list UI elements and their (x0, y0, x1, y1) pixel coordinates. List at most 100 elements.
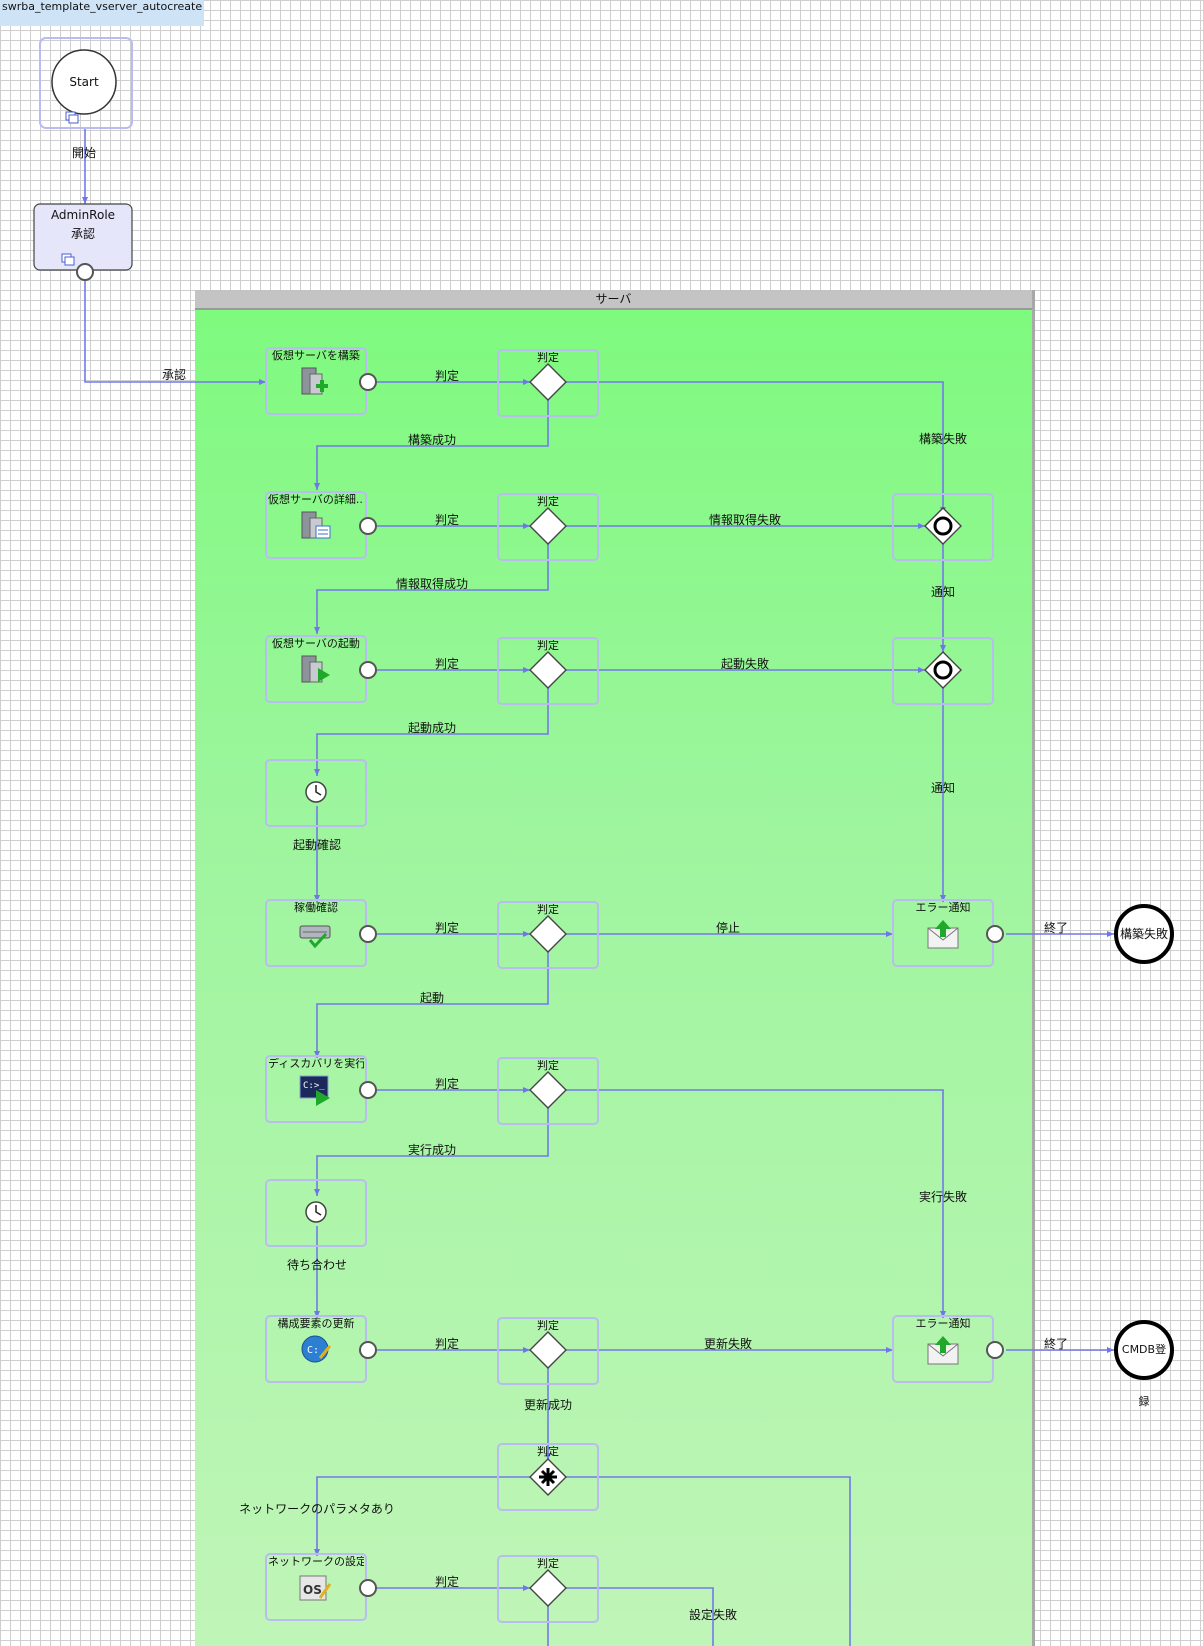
flow-exec-ng (566, 1089, 946, 1318)
edge-label-judge: 判定 (434, 369, 460, 383)
decision-box-5 (497, 1057, 599, 1125)
decision-box-1 (497, 349, 599, 417)
merge-circle-1 (933, 516, 953, 536)
edge-label-update-ng: 更新失敗 (703, 1337, 753, 1351)
timer-box-1 (265, 759, 367, 827)
edge-label-judge: 判定 (434, 1077, 460, 1091)
decision-box-4 (497, 901, 599, 969)
task-build[interactable]: 仮想サーバを構築 (272, 350, 360, 362)
decision-box-3 (497, 637, 599, 705)
mail-send-icon (927, 1336, 959, 1365)
task-notify-1[interactable]: エラー通知 (915, 902, 971, 914)
task-check[interactable]: 稼働確認 (294, 902, 338, 914)
edge-label-judge: 判定 (434, 921, 460, 935)
merge-circle-2 (933, 660, 953, 680)
edge-label-setting-ng: 設定失敗 (688, 1608, 738, 1622)
task-update[interactable]: 構成要素の更新 (277, 1318, 355, 1330)
edge-label-build-ng: 構築失敗 (918, 432, 968, 446)
decision-diamond-5 (529, 1071, 567, 1109)
swimlane-title: サーバ (195, 290, 1032, 310)
output-port (359, 1341, 377, 1359)
edge-label-exec-ok: 実行成功 (407, 1143, 457, 1157)
svg-text:C:>_: C:>_ (303, 1081, 325, 1091)
output-port (359, 1579, 377, 1597)
decision-label[interactable]: 判定 (537, 1320, 559, 1332)
output-port (359, 925, 377, 943)
edge-label-judge: 判定 (434, 513, 460, 527)
merge-box-2 (892, 637, 994, 705)
output-port (359, 661, 377, 679)
edge-label-exec-ng: 実行失敗 (918, 1190, 968, 1204)
page-title: swrba_template_vserver_autocreate (0, 0, 205, 26)
output-port (359, 373, 377, 391)
edge-label-net-param: ネットワークのパラメタあり (239, 1502, 395, 1516)
task-detail[interactable]: 仮想サーバの詳細... (268, 494, 364, 506)
decision-label[interactable]: 判定 (537, 352, 559, 364)
edge-label-build-ok: 構築成功 (407, 433, 457, 447)
task-notify-2[interactable]: エラー通知 (915, 1318, 971, 1330)
edge-label-update-ok: 更新成功 (523, 1398, 573, 1412)
timer-icon (305, 781, 327, 803)
start-event-box[interactable] (39, 37, 133, 129)
server-detail-icon (301, 511, 331, 539)
server-add-icon (301, 367, 328, 395)
decision-label[interactable]: 判定 (537, 1060, 559, 1072)
task-boot[interactable]: 仮想サーバの起動 (272, 638, 360, 650)
edge-label-boot-ok: 起動成功 (407, 721, 457, 735)
flow-boot (314, 952, 549, 1058)
decision-label[interactable]: 判定 (537, 496, 559, 508)
task-discovery[interactable]: ディスカバリを実行 (268, 1058, 364, 1070)
edge-label-start: 開始 (71, 146, 97, 160)
decision-label[interactable]: 判定 (537, 1558, 559, 1570)
flow-no-param (566, 1476, 851, 1646)
os-setting-icon: OS (299, 1575, 332, 1601)
output-port (359, 517, 377, 535)
decision-label[interactable]: 判定 (537, 904, 559, 916)
server-start-icon (301, 655, 330, 683)
decision-diamond-7 (529, 1569, 567, 1607)
svg-text:C:: C: (307, 1345, 319, 1356)
decision-box-6 (497, 1317, 599, 1385)
output-port (986, 925, 1004, 943)
flow-info-ok (314, 544, 549, 634)
flow-setting-ng (566, 1587, 714, 1646)
task-network[interactable]: ネットワークの設定 (268, 1556, 364, 1568)
edge-label-info-ng: 情報取得失敗 (708, 513, 782, 527)
server-check-icon (299, 925, 331, 949)
timer-box-2 (265, 1179, 367, 1247)
mail-send-icon (927, 920, 959, 949)
edge-label-notify-a: 通知 (930, 585, 956, 599)
merge-box-1 (892, 493, 994, 561)
start-label: Start (69, 76, 99, 88)
edge-label-judge: 判定 (434, 1337, 460, 1351)
decision-label[interactable]: 判定 (537, 640, 559, 652)
subprocess-icon (61, 253, 75, 266)
decision-diamond-4 (529, 915, 567, 953)
edge-label-judge: 判定 (434, 657, 460, 671)
output-port (359, 1081, 377, 1099)
flow-approve (84, 278, 266, 385)
edge-label-boot-ng: 起動失敗 (720, 657, 770, 671)
svg-text:OS: OS (303, 1583, 322, 1597)
flow-exec-ok (314, 1108, 549, 1196)
flow-build-ok (314, 400, 549, 490)
timer-icon (305, 1201, 327, 1223)
flow-build-ng (566, 381, 946, 514)
command-run-icon: C:>_ (299, 1075, 330, 1106)
decision-label[interactable]: 判定 (537, 1446, 559, 1458)
edge-label-boot: 起動 (419, 991, 445, 1005)
decision-box-2 (497, 493, 599, 561)
edge-label-boot-confirm: 起動確認 (292, 838, 342, 852)
decision-diamond-2 (529, 507, 567, 545)
config-update-icon: C: (301, 1335, 332, 1363)
end-event-cmdb[interactable]: CMDB登録 (1114, 1320, 1174, 1408)
admin-title-label[interactable]: 承認 (70, 228, 95, 240)
end-event-fail[interactable]: 構築失敗 (1114, 904, 1174, 964)
asterisk-icon (539, 1468, 557, 1486)
output-port (76, 263, 94, 281)
edge-label-end-b: 終了 (1043, 1337, 1069, 1351)
flow-net-param (314, 1476, 530, 1556)
gateway-box (497, 1443, 599, 1511)
flow-boot-ok (314, 688, 549, 776)
